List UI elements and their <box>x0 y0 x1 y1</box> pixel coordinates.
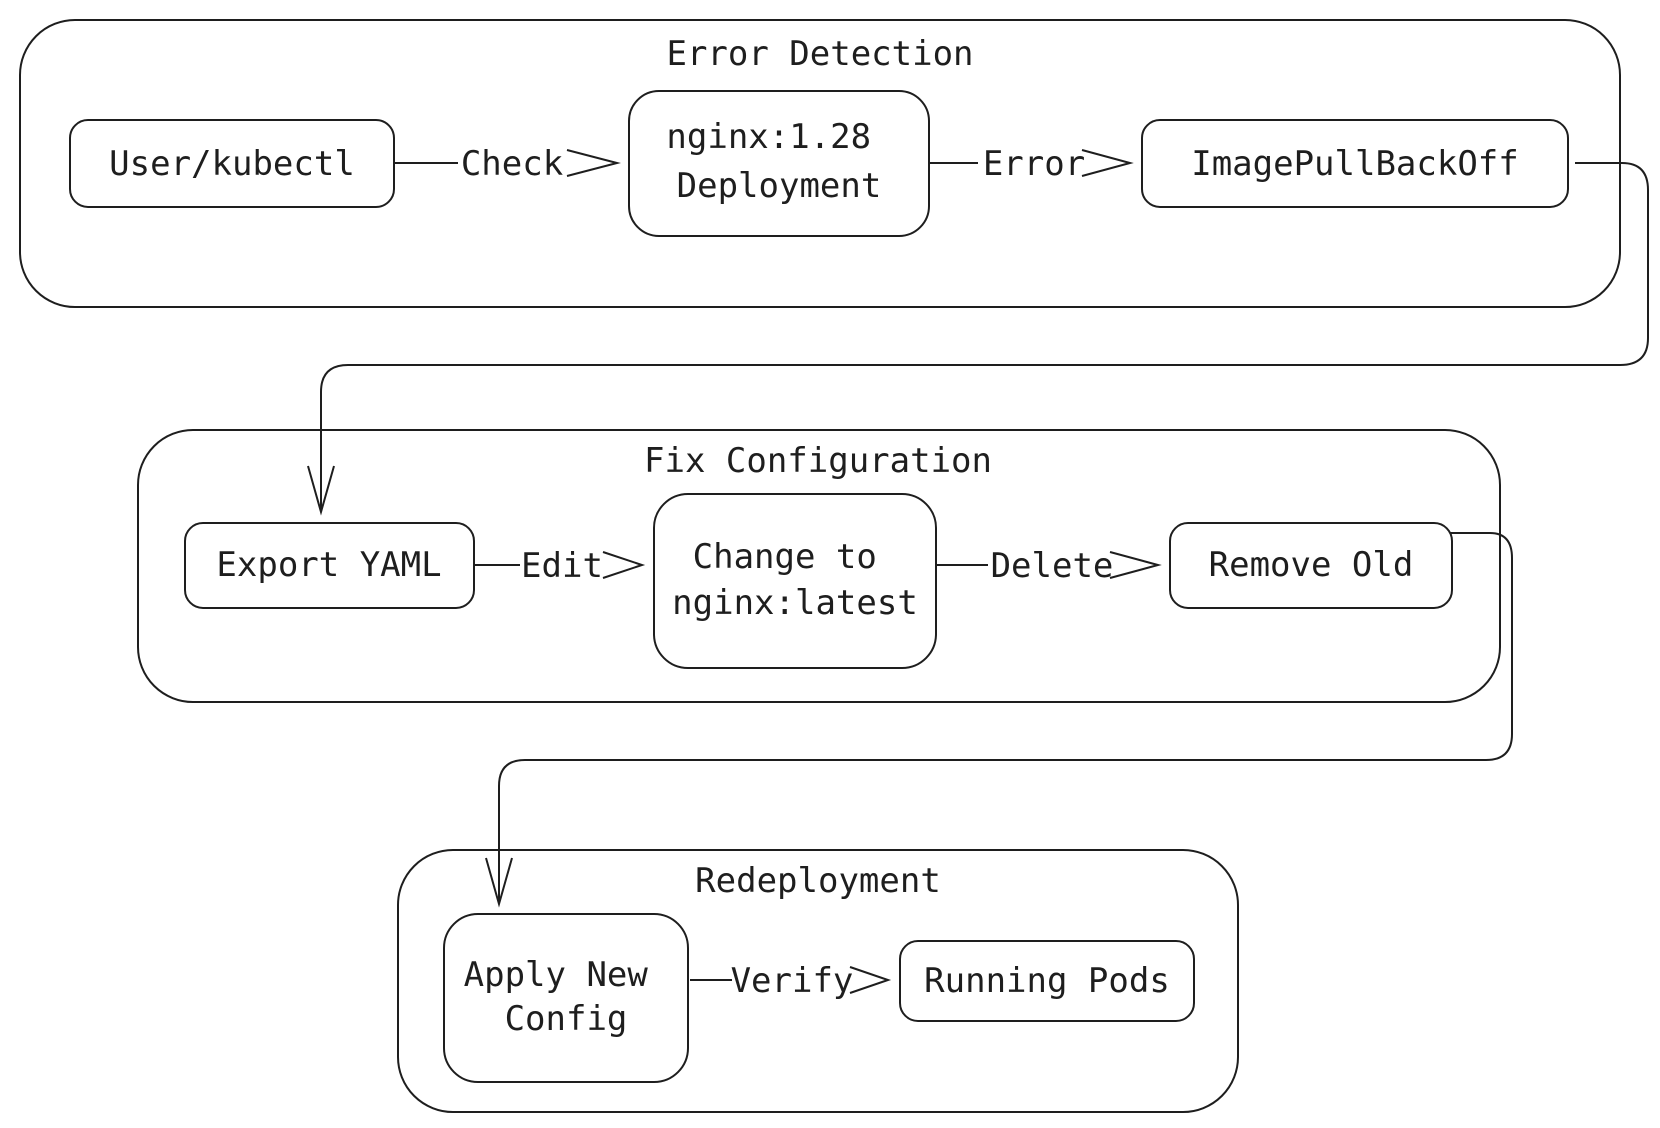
node-remove-old-label: Remove Old <box>1209 545 1414 585</box>
edge-verify <box>690 966 892 994</box>
node-apply-new-config <box>443 913 689 1083</box>
node-image-pull-backoff <box>1141 119 1569 208</box>
node-remove-old <box>1169 522 1453 609</box>
edge-delete <box>936 551 1162 579</box>
edge-check <box>394 149 621 177</box>
edge-remove-to-apply <box>485 532 1513 908</box>
group-title-fix-configuration: Fix Configuration <box>644 441 992 481</box>
edge-label-error: Error <box>983 144 1085 184</box>
node-nginx-deployment <box>628 90 930 237</box>
node-apply-new-config-label: Apply New Config <box>464 955 669 1039</box>
edge-label-edit: Edit <box>521 546 603 586</box>
node-user-kubectl-label: User/kubectl <box>109 144 355 184</box>
node-user-kubectl <box>69 119 395 208</box>
edge-error <box>929 149 1134 177</box>
node-nginx-deployment-label: nginx:1.28 Deployment <box>666 117 891 206</box>
edge-label-delete: Delete <box>991 546 1114 586</box>
node-running-pods <box>899 940 1195 1022</box>
group-title-error-detection: Error Detection <box>666 34 973 74</box>
group-title-redeployment: Redeployment <box>695 861 941 901</box>
group-redeployment <box>397 849 1239 1113</box>
edge-label-check: Check <box>461 144 563 184</box>
group-fix-configuration <box>137 429 1501 703</box>
node-export-yaml <box>184 522 475 609</box>
node-export-yaml-label: Export YAML <box>216 545 441 585</box>
node-change-to-latest-label: Change to nginx:latest <box>672 537 918 623</box>
node-image-pull-backoff-label: ImagePullBackOff <box>1191 144 1519 184</box>
edge-backoff-to-export <box>307 162 1649 516</box>
edge-edit <box>474 551 646 579</box>
edge-label-verify: Verify <box>731 961 854 1001</box>
node-change-to-latest <box>653 493 937 669</box>
node-running-pods-label: Running Pods <box>924 961 1170 1001</box>
